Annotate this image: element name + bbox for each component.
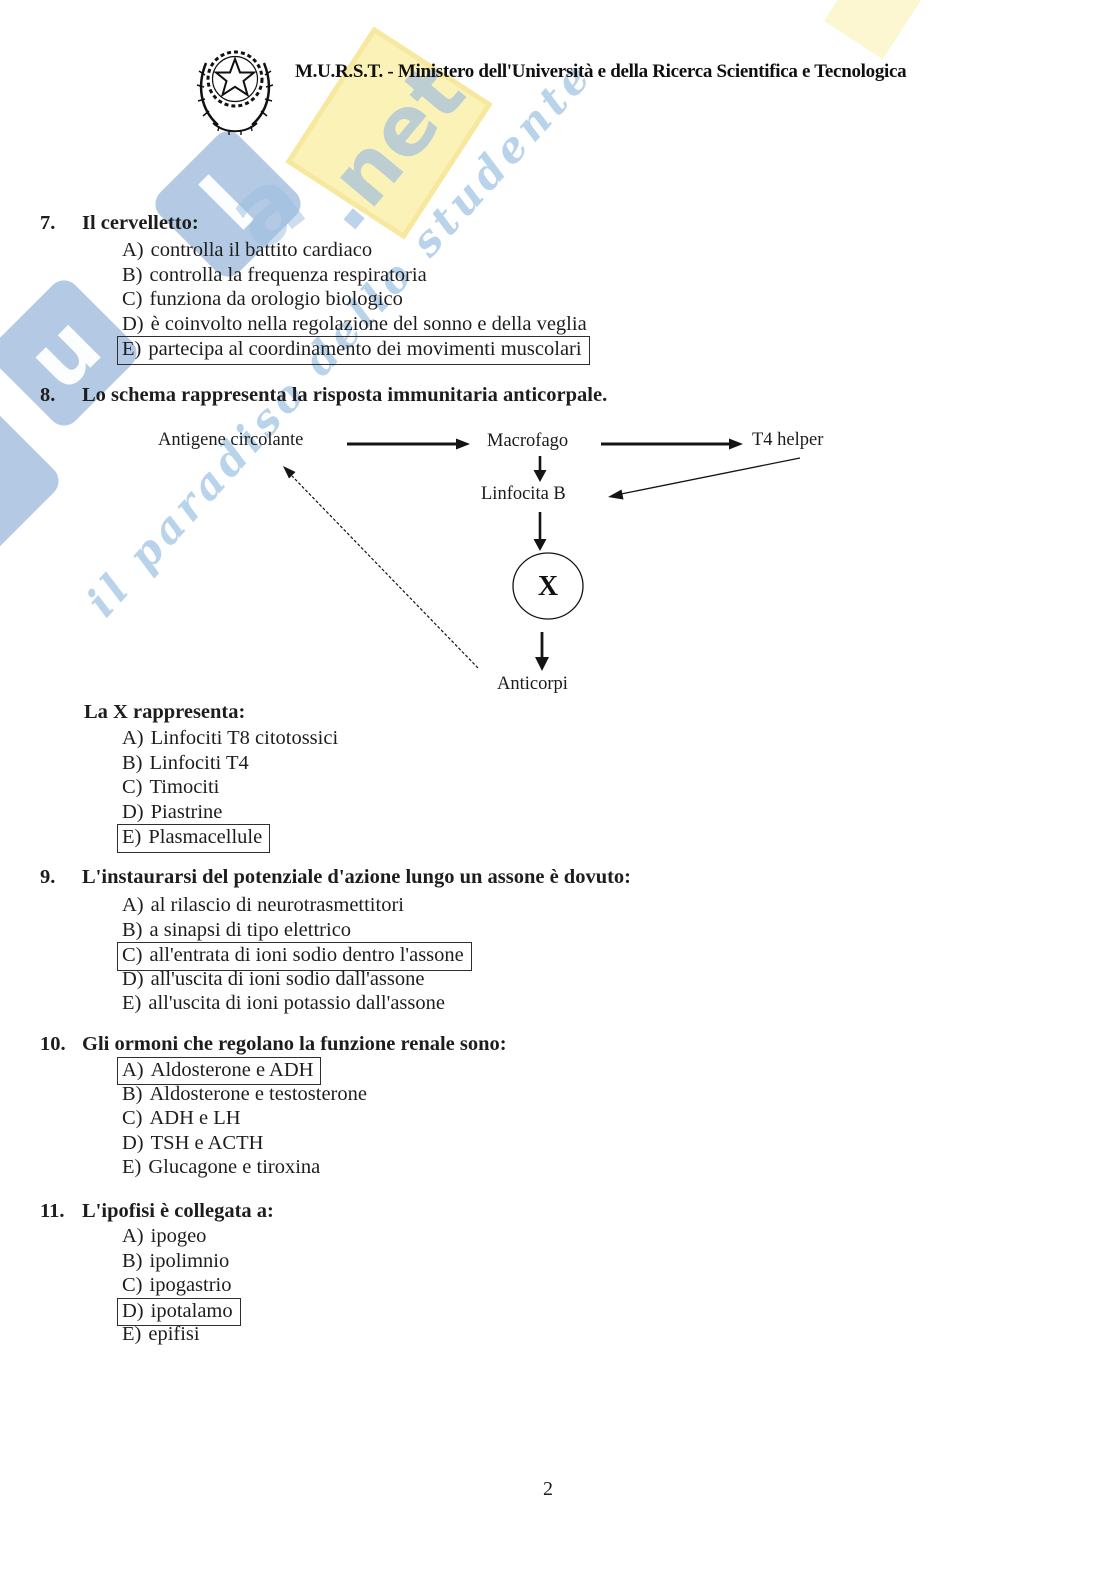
option: E)Glucagone e tiroxina [122,1156,321,1179]
question-title: L'instaurarsi del potenziale d'azione lu… [82,866,632,888]
option: E)all'uscita di ioni potassio dall'asson… [122,992,445,1015]
option: A)Linfociti T8 citotossici [122,727,339,749]
diagram-node-x: X [538,571,558,602]
answer-box: C)all'entrata di ioni sodio dentro l'ass… [117,942,472,971]
diagram-node-anticorpi: Anticorpi [497,674,568,694]
question-number: 11. [40,1200,65,1222]
question-7-options: A)controlla il battito cardiaco B)contro… [117,238,590,365]
question-title: Il cervelletto: [82,212,199,234]
option: A)ipogeo [122,1225,207,1247]
option: D)TSH e ACTH [122,1131,264,1154]
answer-box: E)partecipa al coordinamento dei movimen… [117,336,590,365]
option-boxed-answer: E)Plasmacellule [117,824,338,853]
option: B)Aldosterone e testosterone [122,1082,367,1105]
question-number: 8. [40,384,56,406]
watermark-yellow-diamond [285,26,493,240]
option: C)funziona da orologio biologico [122,288,403,311]
option: D)all'uscita di ioni sodio dall'assone [122,967,425,990]
question-number: 7. [40,212,56,234]
question-8-subtitle: La X rappresenta: [84,701,246,723]
question-11-options: A)ipogeo B)ipolimnio C)ipogastrio D)ipot… [117,1224,241,1347]
question-title: L'ipofisi è collegata a: [82,1200,274,1222]
diagram-node-antigene: Antigene circolante [158,430,304,450]
option: B)controlla la frequenza respiratoria [122,263,427,286]
option-boxed-answer: E)partecipa al coordinamento dei movimen… [117,336,590,365]
question-title: Gli ormoni che regolano la funzione rena… [82,1033,507,1055]
watermark-letter: l [183,159,273,249]
question-title: Lo schema rappresenta la risposta immuni… [82,384,608,406]
option: C)ipogastrio [122,1274,232,1297]
answer-box: A)Aldosterone e ADH [117,1057,322,1086]
option-boxed-answer: A)Aldosterone e ADH [117,1057,367,1086]
option: A)controlla il battito cardiaco [122,239,373,261]
option: D)Piastrine [122,800,223,823]
italian-republic-emblem-icon [196,50,274,135]
option-boxed-answer: C)all'entrata di ioni sodio dentro l'ass… [117,942,472,971]
question-9-options: A)al rilascio di neurotrasmettitori B)a … [117,893,472,1016]
option: B)ipolimnio [122,1249,230,1272]
page-number: 2 [543,1478,553,1500]
watermark-yellow-streak [824,0,922,60]
immune-response-diagram: X Antigene circolante Macrofago T4 helpe… [0,428,1116,700]
option: B)Linfociti T4 [122,751,249,774]
answer-box: E)Plasmacellule [117,824,271,853]
option: C)Timociti [122,776,220,799]
question-10-options: A)Aldosterone e ADH B)Aldosterone e test… [117,1057,367,1180]
option: E)epifisi [122,1323,200,1346]
question-8-options: A)Linfociti T8 citotossici B)Linfociti T… [117,726,339,853]
diagram-node-t4-helper: T4 helper [752,430,824,450]
question-number: 10. [40,1033,66,1055]
diagram-node-linfocita-b: Linfocita B [481,484,566,504]
option-boxed-answer: D)ipotalamo [117,1297,241,1327]
diagram-node-macrofago: Macrofago [487,431,569,451]
option: C)ADH e LH [122,1107,241,1130]
diagram-arrows: X [283,438,801,671]
answer-box: D)ipotalamo [117,1297,241,1327]
option: B)a sinapsi di tipo elettrico [122,918,352,941]
ministry-title: M.U.R.S.T. - Ministero dell'Università e… [295,61,907,82]
question-number: 9. [40,866,56,888]
option: A)al rilascio di neurotrasmettitori [122,894,404,916]
option: D)è coinvolto nella regolazione del sonn… [122,312,587,335]
